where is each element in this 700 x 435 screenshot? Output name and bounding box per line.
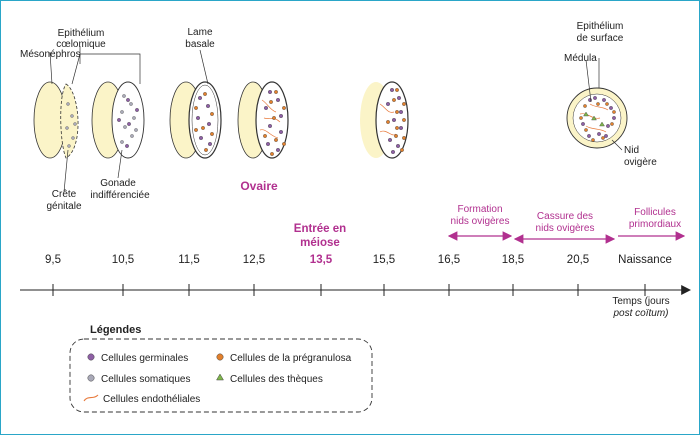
tick-label: 9,5 <box>45 254 61 266</box>
phase-cassure-line1: Cassure des <box>537 211 593 222</box>
timeline-tick-marks <box>52 284 646 296</box>
legend-pregranulosa-icon <box>216 353 224 361</box>
stage-indifferent-gonad <box>91 81 145 159</box>
axis-label-line1: Temps (jours <box>612 296 669 307</box>
label-nid-line2: ovigère <box>624 157 657 168</box>
tick-label: 18,5 <box>502 254 524 266</box>
tick-label: 12,5 <box>243 254 265 266</box>
tick-label: 11,5 <box>178 254 200 266</box>
somatic-cells-stage1 <box>65 102 77 148</box>
label-mesonephros: Mésonéphros <box>20 49 81 60</box>
stage-ovary <box>237 81 289 159</box>
label-surface-line1: Epithélium <box>577 21 624 32</box>
tick-label: 10,5 <box>112 254 134 266</box>
label-ovaire: Ovaire <box>240 179 278 193</box>
label-epithelium-line1: Epithélium <box>58 28 105 39</box>
label-leaders <box>49 46 623 193</box>
tick-label: 15,5 <box>373 254 395 266</box>
legend-germinales: Cellules germinales <box>101 353 188 364</box>
stage-meiosis-ovary <box>360 81 409 159</box>
stage-genital-ridge <box>33 81 79 159</box>
tick-label: 20,5 <box>567 254 589 266</box>
legend-theques: Cellules des thèques <box>230 374 323 385</box>
label-gonade-line2: indifférenciée <box>90 190 150 201</box>
label-lame-line1: Lame <box>187 27 212 38</box>
tick-label-naissance: Naissance <box>618 254 672 266</box>
legend-somatiques: Cellules somatiques <box>101 374 191 385</box>
phase-follicules-line1: Follicules <box>634 207 676 218</box>
legend-pregranulosa: Cellules de la prégranulosa <box>230 353 352 364</box>
label-crete-line1: Crête <box>52 189 77 200</box>
label-entree-line2: méiose <box>300 237 340 249</box>
theca-cells-round <box>583 111 605 127</box>
phase-formation-line1: Formation <box>457 204 502 215</box>
label-crete-line2: génitale <box>46 201 81 212</box>
germ-cells-stage2 <box>117 98 139 148</box>
label-surface-line2: de surface <box>577 33 624 44</box>
stage-round-ovary <box>566 87 628 149</box>
label-entree-line1: Entrée en <box>294 223 346 235</box>
axis-label-line2: post coïtum) <box>612 308 668 319</box>
somatic-cells-stage2 <box>120 94 138 144</box>
legend-endotheliales: Cellules endothéliales <box>103 394 200 405</box>
phase-formation-line2: nids ovigères <box>451 216 510 227</box>
legend-box <box>69 338 373 413</box>
tick-label-meiosis: 13,5 <box>310 254 333 266</box>
legend-theca-icon <box>216 373 224 381</box>
legend-title: Légendes <box>90 324 141 336</box>
phase-arrows <box>447 231 686 244</box>
phase-follicules-line2: primordiaux <box>629 219 681 230</box>
label-lame-line2: basale <box>185 39 215 50</box>
legend-endothelial-icon <box>83 394 99 402</box>
timeline-tick-labels: 9,5 10,5 11,5 12,5 13,5 15,5 16,5 18,5 2… <box>45 254 672 266</box>
stage-basal-lamina <box>169 81 222 159</box>
label-medula: Médula <box>564 53 597 64</box>
phase-cassure-line2: nids ovigères <box>536 223 595 234</box>
tick-label: 16,5 <box>438 254 460 266</box>
label-epithelium-line2: cœlomique <box>56 39 106 50</box>
legend-germinal-icon <box>87 353 95 361</box>
label-gonade-line1: Gonade <box>100 178 136 189</box>
label-nid-line1: Nid <box>624 145 639 156</box>
legend-somatic-icon <box>87 374 95 382</box>
